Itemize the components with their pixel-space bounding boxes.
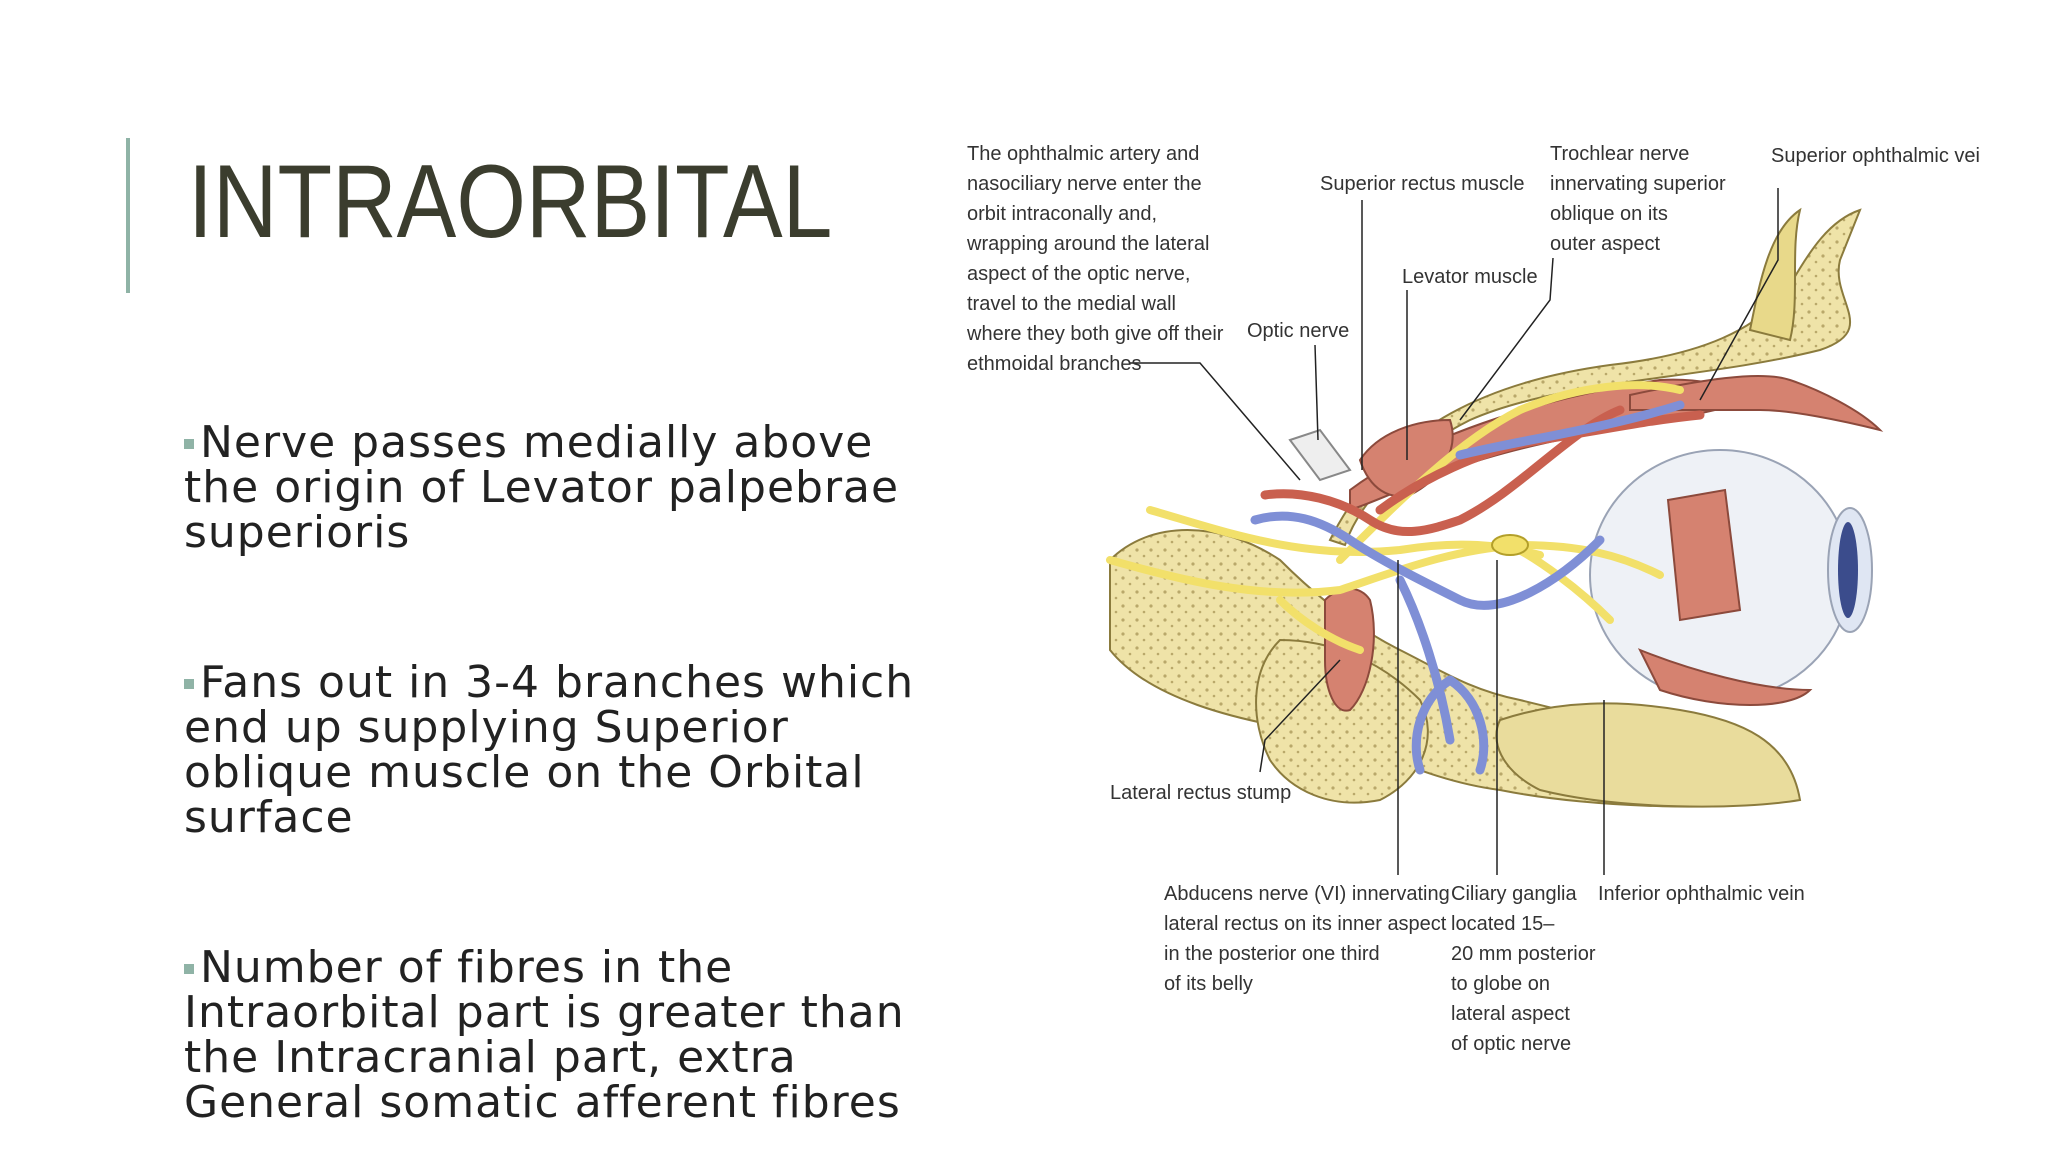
label-trochlear-nerve: Trochlear nerve innervating superior obl…	[1550, 143, 1731, 255]
bullet-square-icon	[184, 679, 194, 689]
bullet-text: Nerve passes medially above the origin o…	[184, 417, 900, 558]
label-levator-muscle: Levator muscle	[1402, 266, 1538, 288]
iris	[1838, 522, 1858, 618]
label-inferior-ophthalmic-vein: Inferior ophthalmic vein	[1598, 883, 1805, 905]
leader-line	[1699, 188, 1779, 401]
vein-group	[1250, 400, 1685, 775]
bullet-square-icon	[184, 439, 194, 449]
nerve-branch	[1276, 596, 1364, 654]
bullet-text: Number of fibres in the Intraorbital par…	[184, 942, 905, 1128]
orbit-anatomy-svg: The ophthalmic artery and nasociliary ne…	[966, 143, 1980, 1055]
ciliary-ganglion	[1491, 534, 1529, 556]
leader-line	[1130, 362, 1301, 481]
ophthalmic-artery	[1260, 405, 1625, 537]
superior-ophthalmic-vein	[1250, 511, 1605, 610]
leader-line	[1459, 257, 1554, 421]
leader-lines	[1130, 188, 1779, 875]
label-lateral-rectus-stump: Lateral rectus stump	[1110, 782, 1291, 804]
bullet-item: Number of fibres in the Intraorbital par…	[182, 945, 942, 1125]
inferior-muscle-band	[1637, 648, 1813, 706]
label-ophthalmic-artery: The ophthalmic artery and nasociliary ne…	[966, 143, 1229, 375]
label-superior-rectus: Superior rectus muscle	[1320, 173, 1525, 195]
label-optic-nerve: Optic nerve	[1247, 320, 1349, 342]
leader-line	[1314, 344, 1319, 441]
bullet-square-icon	[184, 964, 194, 974]
optic-nerve	[1288, 428, 1352, 482]
orbit-anatomy-figure: The ophthalmic artery and nasociliary ne…	[940, 130, 1980, 1080]
inferior-ophthalmic-vein	[1395, 575, 1455, 745]
vein-branch	[1455, 400, 1685, 460]
vein-branch	[1445, 675, 1489, 775]
leader-line	[1259, 659, 1341, 773]
vein-branch	[1411, 675, 1455, 775]
sphenoid-bone	[1255, 638, 1429, 804]
superior-oblique-muscle	[1629, 375, 1884, 432]
label-abducens-nerve: Abducens nerve (VI) innervating lateral …	[1164, 883, 1455, 995]
bullet-list: Nerve passes medially above the origin o…	[182, 420, 942, 1125]
trochlear-nerve-path	[1336, 381, 1684, 564]
bullet-item: Nerve passes medially above the origin o…	[182, 420, 942, 555]
frontal-bone-spur	[1748, 207, 1802, 342]
bullet-item: Fans out in 3-4 branches which end up su…	[182, 660, 942, 840]
lower-orbit-bone	[1495, 702, 1802, 808]
orbital-roof-bone	[1328, 208, 1862, 547]
label-ciliary-ganglia: Ciliary ganglia located 15– 20 mm poster…	[1451, 883, 1601, 1055]
slide-title: INTRAORBITAL	[188, 144, 833, 260]
label-superior-ophthalmic-vein: Superior ophthalmic vein	[1771, 145, 1980, 167]
bullet-text: Fans out in 3-4 branches which end up su…	[184, 657, 915, 843]
lateral-rectus-on-globe	[1666, 488, 1742, 622]
title-accent-bar	[126, 138, 130, 293]
